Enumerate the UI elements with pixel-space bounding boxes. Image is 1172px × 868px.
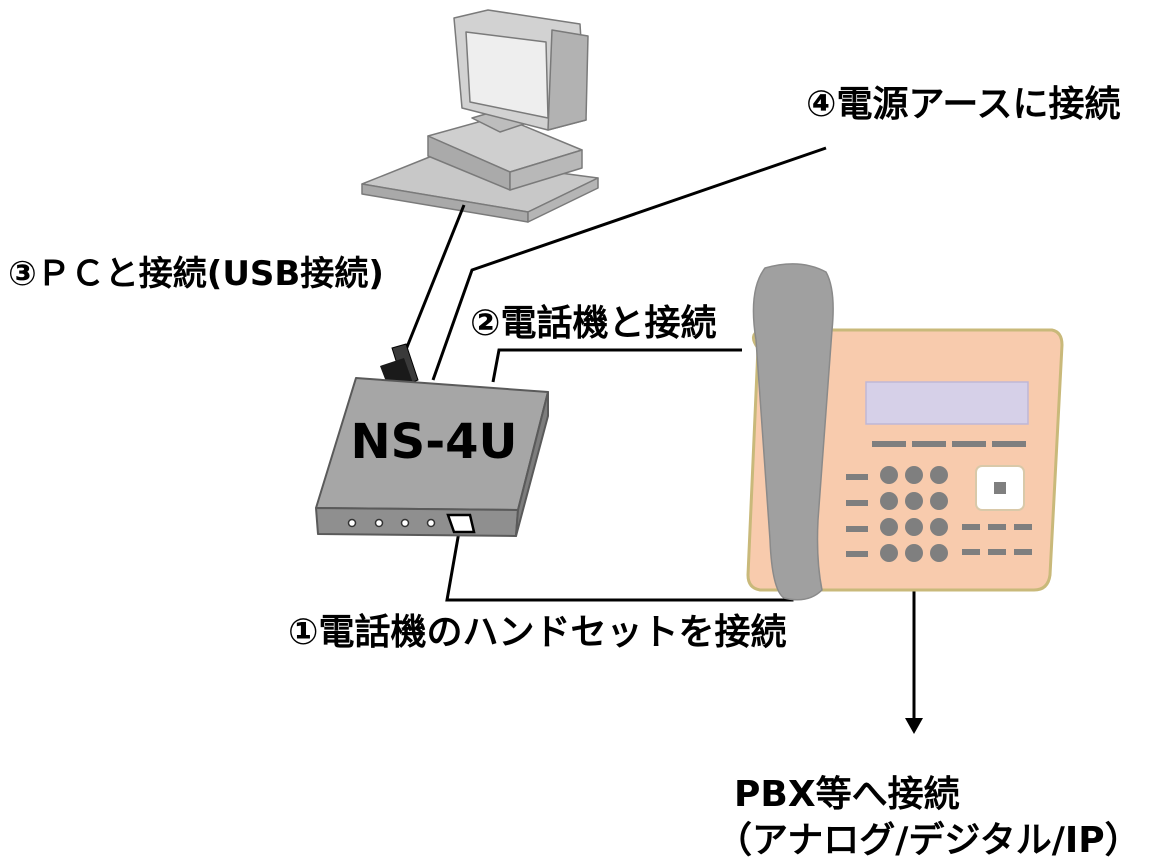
function-key: [872, 441, 906, 447]
label-handset-connection: ①電話機のハンドセットを接続: [288, 612, 786, 653]
device-front: [315, 507, 519, 537]
keyboard-side: [527, 177, 599, 223]
phone-cable: [491, 348, 742, 383]
function-keys: [872, 441, 1026, 447]
label-power-earth: ④電源アースに接続: [806, 84, 1121, 125]
side-keys-left: [846, 474, 868, 557]
led-icon: [426, 518, 436, 528]
phone-display: [865, 381, 1029, 425]
label-pc-connection: ③ＰＣと接続(USB接続): [8, 254, 384, 294]
device-led-icons: [347, 518, 436, 528]
telephone-icon: [746, 263, 1064, 601]
handset-port-icon: [446, 513, 476, 534]
power-earth-cable: [431, 146, 827, 381]
label-pbx-line2: （アナログ/デジタル/IP）: [716, 819, 1141, 861]
label-phone-connection: ②電話機と接続: [470, 303, 716, 344]
device-name: NS-4U: [350, 414, 517, 470]
side-keys-right: [962, 524, 1032, 555]
function-key: [912, 441, 946, 447]
function-key: [992, 441, 1026, 447]
keypad: [880, 466, 948, 562]
label-pbx-line1: PBX等へ接続: [734, 774, 960, 815]
led-icon: [400, 518, 410, 528]
computer-icon: [361, 9, 599, 223]
led-icon: [347, 518, 357, 528]
device-side: [515, 391, 549, 537]
pc-base-side: [509, 149, 583, 191]
usb-cable: [403, 204, 466, 353]
nav-center-icon: [994, 482, 1006, 494]
led-icon: [374, 518, 384, 528]
handset-cable: [445, 525, 794, 602]
handset: [752, 263, 834, 601]
function-key: [952, 441, 986, 447]
monitor-screen: [465, 31, 549, 119]
monitor-side: [547, 29, 589, 131]
pbx-arrow-icon: [905, 718, 923, 734]
